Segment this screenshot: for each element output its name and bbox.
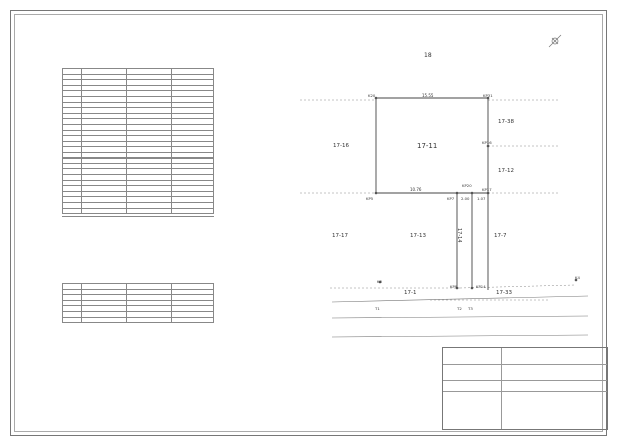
parcel-right-upper-label: 17-38 — [498, 119, 514, 125]
points-table — [62, 283, 214, 324]
parcel-bottom-right-label: 17-33 — [496, 290, 512, 296]
parcel-left-label: 17-16 — [333, 143, 349, 149]
point-k4: K4 — [575, 275, 580, 280]
point-kp9: KP9 — [450, 284, 458, 289]
survey-plan — [300, 96, 589, 338]
parcel-bottom-label: 17-1 — [404, 290, 417, 296]
parcel-mid-left-label: 17-14 — [456, 228, 462, 243]
parcel-left-lower-label: 17-17 — [332, 233, 348, 239]
point-kp14: KP14 — [476, 284, 486, 289]
title-row-name — [443, 348, 607, 365]
parcel-mid-lower-label: 17-13 — [410, 233, 426, 239]
parcel-center-label: 17-11 — [417, 142, 438, 150]
parcel-right-lower-label: 17-7 — [494, 233, 507, 239]
point-kp7: KP7 — [447, 196, 455, 201]
title-block — [442, 347, 608, 430]
point-t1: T1 — [375, 306, 380, 311]
point-kp5: KP5 — [366, 196, 374, 201]
point-kp31: KP31 — [483, 93, 493, 98]
dim-top-edge: 15.55 — [422, 93, 434, 98]
point-kp16: KP16 — [482, 140, 492, 145]
point-k3: K3 — [377, 279, 382, 284]
parcel-right-mid-label: 17-12 — [498, 168, 514, 174]
area-table-1 — [62, 68, 214, 159]
title-block-divider — [501, 348, 502, 429]
area-total-line — [62, 216, 214, 217]
point-kp20: KP20 — [462, 183, 472, 188]
dim-mid-edge: 10.76 — [410, 187, 422, 192]
north-arrow-icon — [548, 34, 562, 48]
title-row-scale — [443, 380, 607, 392]
point-k20: K20 — [368, 93, 376, 98]
title-row-location — [443, 364, 607, 381]
outer-border — [10, 10, 607, 436]
dim-small-b: 1.07 — [477, 196, 486, 201]
inner-border — [14, 14, 603, 432]
point-t2: T2 — [457, 306, 462, 311]
point-t3: T3 — [468, 306, 473, 311]
dim-small-a: 2.00 — [461, 196, 470, 201]
sheet-number: 18 — [424, 52, 432, 59]
point-kp17: KP17 — [482, 187, 492, 192]
area-table-2 — [62, 146, 214, 215]
